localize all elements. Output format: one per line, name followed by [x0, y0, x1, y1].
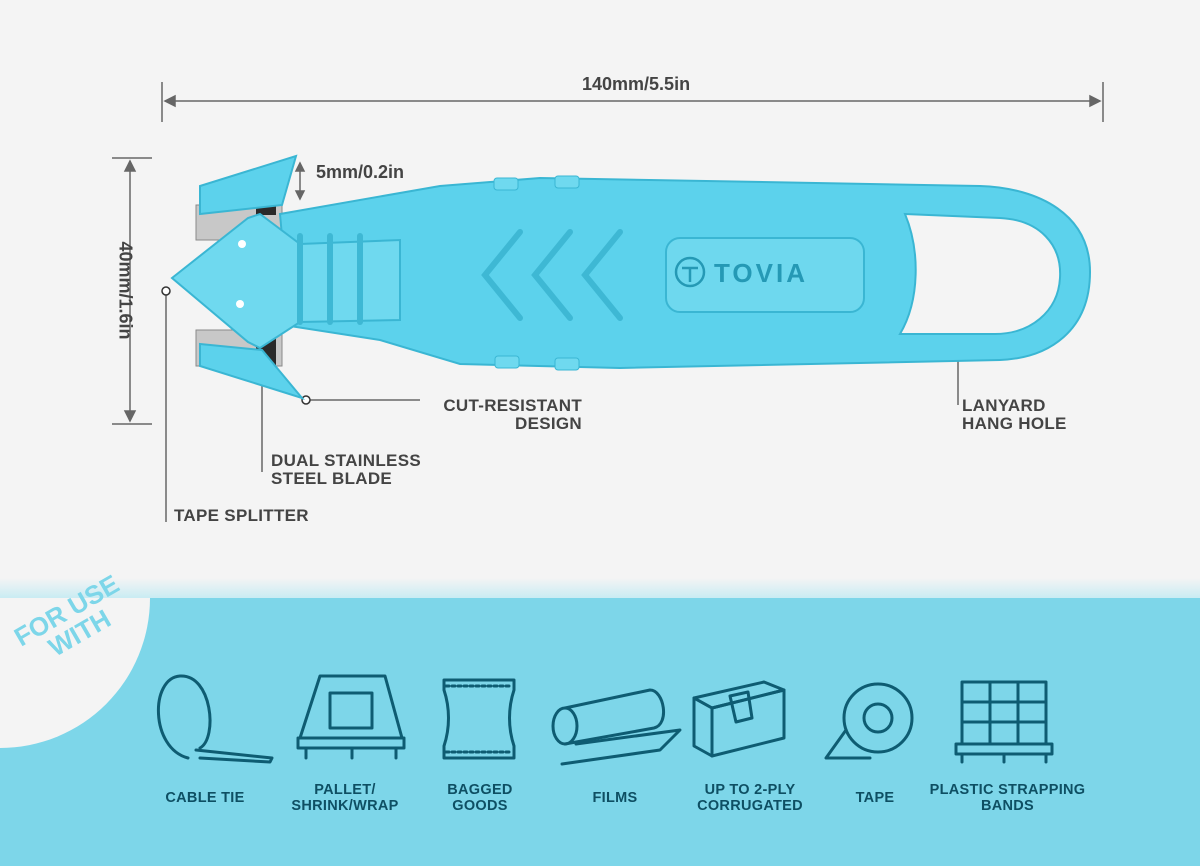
usage-label-pallet: PALLET/ SHRINK/WRAP [291, 782, 399, 814]
tape-splitter-label: TAPE SPLITTER [174, 506, 309, 525]
for-use-badge [0, 598, 150, 748]
films-icon [551, 688, 682, 766]
section-divider [0, 578, 1200, 598]
bagged-goods-icon [442, 678, 516, 760]
usage-label-cable-tie: CABLE TIE [165, 790, 245, 806]
usage-label-corrugated: UP TO 2-PLY CORRUGATED [697, 782, 803, 814]
cable-tie-icon [157, 674, 274, 764]
box-cutter-image [170, 154, 1092, 400]
brand-logo: TOVIA [714, 258, 808, 288]
blade-gap-dimension: 5mm/0.2in [316, 162, 405, 182]
length-dimension: 140mm/5.5in [582, 74, 691, 94]
usage-icons [157, 674, 1054, 766]
usage-label-bagged-goods: BAGGED GOODS [447, 782, 513, 814]
corrugated-box-icon [692, 680, 786, 758]
usage-label-films: FILMS [592, 790, 638, 806]
usage-label-tape: TAPE [855, 790, 895, 806]
usage-label-strapping-bands: PLASTIC STRAPPING BANDS [929, 782, 1086, 814]
pallet-icon [296, 674, 406, 760]
strapping-bands-icon [954, 680, 1054, 764]
tape-roll-icon [824, 682, 914, 760]
for-use-with-section [0, 598, 1200, 866]
